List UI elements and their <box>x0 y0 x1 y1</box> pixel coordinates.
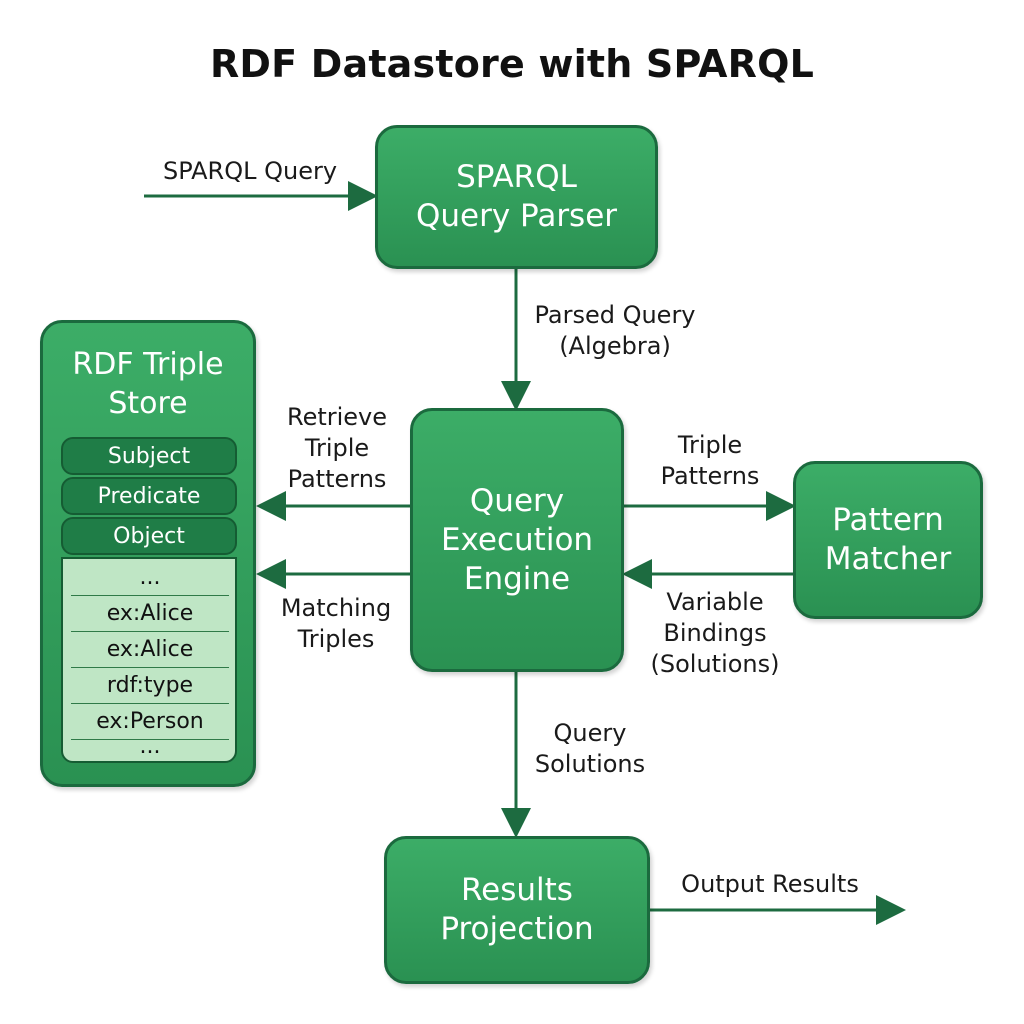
store-row: ... <box>71 559 229 596</box>
results-projection-label: Results Projection <box>440 872 594 947</box>
edge-label-variable-bindings: Variable Bindings (Solutions) <box>650 588 780 678</box>
edge-label-output-results: Output Results <box>681 870 859 898</box>
diagram-title: RDF Datastore with SPARQL <box>209 42 815 86</box>
edge-label-parsed-query: Parsed Query (Algebra) <box>534 301 696 360</box>
sparql-query-parser-label: SPARQL Query Parser <box>415 159 618 234</box>
query-execution-engine-node: Query Execution Engine <box>410 408 624 672</box>
edge-label-matching-triples: Matching Triples <box>280 594 392 653</box>
store-row: ex:Alice <box>71 631 229 668</box>
store-row: ... <box>139 733 161 759</box>
query-execution-engine-label: Query Execution Engine <box>440 482 594 597</box>
pattern-matcher-label: Pattern Matcher <box>824 502 952 577</box>
edge-label-retrieve-triple-patterns: Retrieve Triple Patterns <box>286 403 388 493</box>
edge-label-query-solutions: Query Solutions <box>534 719 646 778</box>
pattern-matcher-node: Pattern Matcher <box>793 461 983 619</box>
store-field-predicate: Predicate <box>61 477 237 515</box>
store-rows: ... ex:Alice ex:Alice rdf:type ex:Person… <box>61 557 237 763</box>
rdf-triple-store-node: RDF Triple Store Subject Predicate Objec… <box>40 320 256 787</box>
edge-label-sparql-query: SPARQL Query <box>162 157 338 185</box>
store-row: rdf:type <box>71 667 229 704</box>
edge-label-triple-patterns: Triple Patterns <box>660 431 760 490</box>
rdf-triple-store-title: RDF Triple Store <box>72 347 224 421</box>
store-field-object: Object <box>61 517 237 555</box>
store-row: ex:Person <box>71 703 229 740</box>
results-projection-node: Results Projection <box>384 836 650 984</box>
store-field-subject: Subject <box>61 437 237 475</box>
sparql-query-parser-node: SPARQL Query Parser <box>375 125 658 269</box>
store-row: ex:Alice <box>71 595 229 632</box>
